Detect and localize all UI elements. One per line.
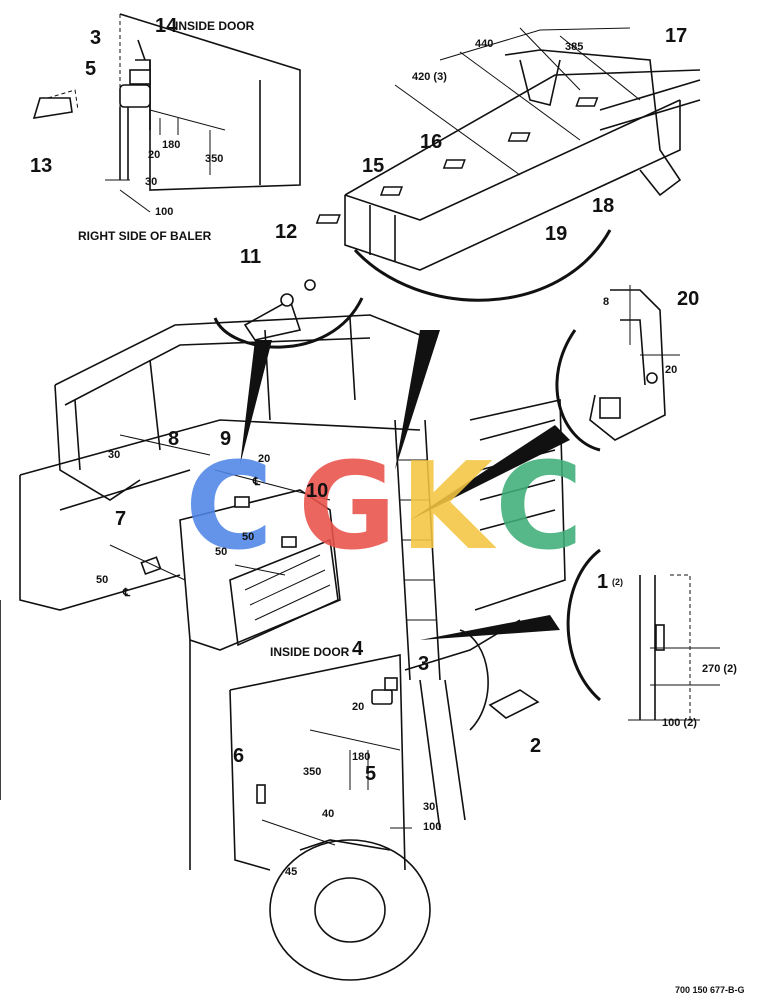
dim-50-c: 50: [96, 574, 108, 586]
callout-3-bottom: 3: [418, 653, 429, 675]
callout-6: 6: [233, 745, 244, 767]
dim-50-b: 50: [215, 546, 227, 558]
callout-4: 4: [352, 638, 364, 660]
pointer-rails: [395, 330, 440, 470]
dim-420: 420 (3): [412, 71, 447, 83]
callout-18: 18: [592, 195, 614, 217]
callout-16: 16: [420, 131, 442, 153]
dim-350-top: 350: [205, 153, 223, 165]
callout-3-top: 3: [90, 27, 101, 49]
baler-body: [0, 314, 566, 981]
callout-1: 1: [597, 571, 608, 593]
watermark-letter-4: C: [495, 438, 583, 577]
dim-20-bot: 20: [352, 701, 364, 713]
callout-14: 14: [155, 15, 178, 37]
callout-13: 13: [30, 155, 52, 177]
drawing-number: 700 150 677-B-G: [675, 985, 745, 995]
dim-30-bot: 30: [423, 801, 435, 813]
watermark-letter-2: G: [298, 438, 397, 577]
callout-5-bottom: 5: [365, 763, 376, 785]
dim-180-top: 180: [162, 139, 180, 151]
label-inside-door-bottom: INSIDE DOOR: [270, 645, 350, 659]
decal-5-top: [119, 84, 151, 108]
dim-100-top: 100: [155, 206, 173, 218]
watermark-letter-3: K: [400, 438, 497, 577]
detail-ladder-1: [420, 548, 720, 721]
callout-19: 19: [545, 223, 567, 245]
dim-40: 40: [322, 808, 334, 820]
watermark: C G K C: [185, 438, 583, 577]
callout-1-qty: (2): [612, 577, 623, 587]
callout-12: 12: [275, 221, 297, 243]
dim-8: 8: [603, 296, 609, 308]
callout-8: 8: [168, 428, 179, 450]
dim-270: 270 (2): [702, 663, 737, 675]
dim-180-bot: 180: [352, 751, 370, 763]
callout-20: 20: [677, 288, 699, 310]
callout-11: 11: [240, 246, 261, 268]
dim-350-bot: 350: [303, 766, 321, 778]
dim-20-right: 20: [665, 364, 677, 376]
detail-frame-rails: [315, 27, 701, 271]
dim-100-bot: 100: [423, 821, 441, 833]
decal-3-top: [129, 69, 151, 85]
watermark-letter-1: C: [185, 438, 273, 577]
label-inside-door-top: INSIDE DOOR: [175, 19, 255, 33]
dim-385: 385: [565, 41, 583, 53]
centerline-b: ℄: [122, 587, 131, 599]
callout-5-top: 5: [85, 58, 96, 80]
dim-50-a: 50: [242, 531, 254, 543]
dim-30-left: 30: [108, 449, 120, 461]
callout-7: 7: [115, 508, 126, 530]
callout-10: 10: [306, 480, 328, 502]
callout-15: 15: [362, 155, 384, 177]
detail-bubble-rails: [353, 229, 612, 302]
dim-100-right: 100 (2): [662, 717, 697, 729]
decal-13: [32, 97, 73, 119]
dim-440: 440: [475, 38, 493, 50]
callout-2: 2: [530, 735, 541, 757]
dim-20-top: 20: [148, 149, 160, 161]
dim-20-mid: 20: [258, 453, 270, 465]
callout-9: 9: [220, 428, 231, 450]
label-right-side-of-baler: RIGHT SIDE OF BALER: [78, 229, 212, 243]
dim-30-top: 30: [145, 176, 157, 188]
dim-45: 45: [285, 866, 297, 878]
centerline-a: ℄: [252, 476, 261, 488]
detail-inside-door-top: [32, 13, 301, 213]
callout-17: 17: [665, 25, 687, 47]
